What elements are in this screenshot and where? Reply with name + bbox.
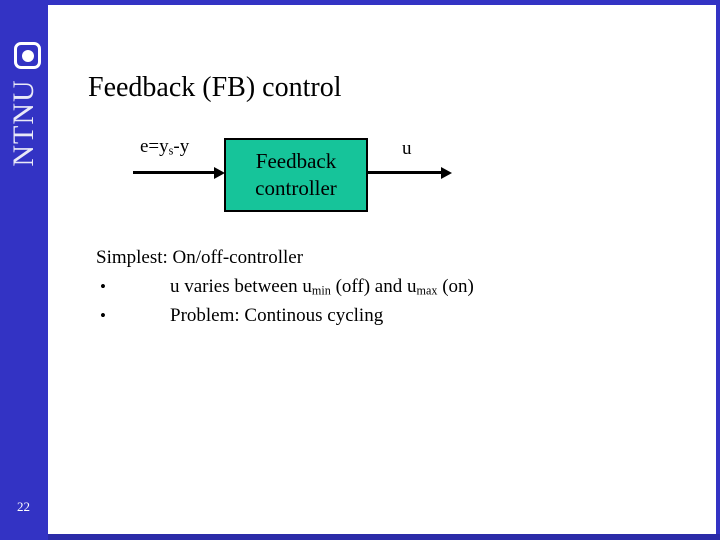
list-item-label: u varies between umin (off) and umax (on… — [170, 273, 474, 302]
bullet-marker-icon: • — [100, 276, 106, 296]
input-arrow-line — [133, 171, 217, 174]
list-item-label: Problem: Continous cycling — [170, 302, 383, 331]
diagram-output-label: u — [402, 138, 412, 159]
controller-block-line-2: controller — [255, 176, 337, 200]
bullet-1-sub-2: max — [416, 283, 438, 298]
output-arrow-right-icon — [441, 166, 452, 179]
sidebar: NTNU 22 — [0, 0, 48, 540]
input-arrow-right-icon — [214, 166, 225, 179]
bullet-1-text-3: (on) — [437, 275, 474, 297]
body-lead-line: Simplest: On/off-controller — [96, 247, 304, 268]
input-label-prefix: e=y — [140, 136, 169, 157]
bullet-2-text-1: Problem: Continous cycling — [170, 304, 384, 326]
frame-border-bottom — [0, 534, 720, 540]
logo-dot-icon — [21, 49, 34, 62]
bullet-1-sub-1: min — [311, 283, 331, 298]
page-title: Feedback (FB) control — [88, 72, 342, 103]
output-arrow-line — [368, 171, 444, 174]
diagram-input-label: e=ys-y — [140, 137, 189, 157]
controller-block-line-1: Feedback — [255, 149, 337, 174]
list-item: • u varies between umin (off) and umax (… — [96, 273, 596, 302]
ntnu-logo-icon — [14, 42, 41, 69]
bullet-1-text-1: u varies between u — [170, 275, 312, 297]
bullet-marker-icon: • — [100, 305, 106, 325]
list-item: • Problem: Continous cycling — [96, 302, 596, 331]
input-label-suffix: -y — [173, 136, 190, 157]
frame-border-top — [0, 0, 720, 5]
page-number: 22 — [17, 499, 30, 514]
body-text: Simplest: On/off-controller • u varies b… — [96, 244, 596, 331]
feedback-controller-block: Feedback controller — [224, 138, 368, 212]
sidebar-wordmark: NTNU — [7, 79, 40, 167]
frame-border-right — [716, 0, 720, 540]
bullet-1-text-2: (off) and u — [330, 275, 417, 297]
input-label-subscript: s — [168, 143, 174, 158]
